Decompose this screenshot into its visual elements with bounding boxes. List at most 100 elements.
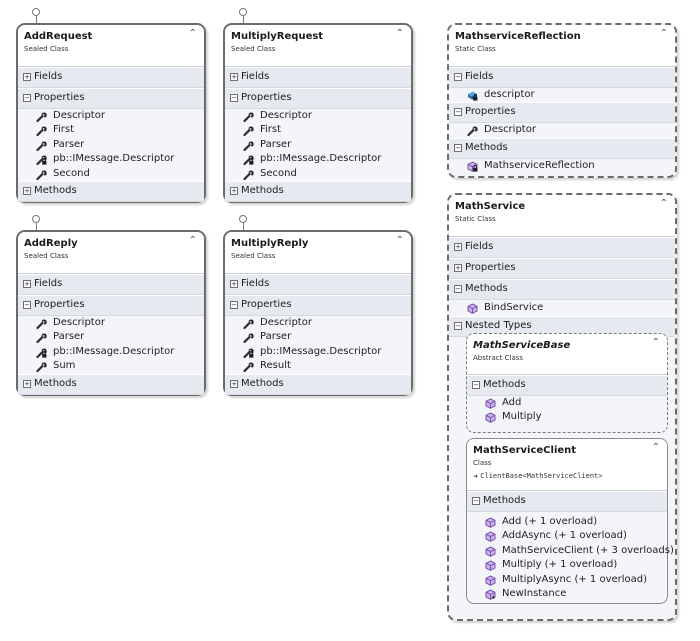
class-header[interactable]: AddRequest Sealed Class ⌃: [18, 25, 204, 67]
section-fields[interactable]: +Fields: [449, 237, 675, 258]
section-methods[interactable]: −Methods: [467, 491, 667, 512]
collapse-toggle-icon[interactable]: −: [23, 301, 31, 309]
section-properties[interactable]: −Properties: [225, 88, 411, 109]
property-item[interactable]: Parser: [225, 330, 411, 344]
property-item[interactable]: Descriptor: [225, 316, 411, 330]
section-methods[interactable]: −Methods: [467, 375, 667, 396]
collapse-toggle-icon[interactable]: −: [472, 381, 480, 389]
method-item[interactable]: MathserviceReflection: [449, 159, 675, 173]
property-item[interactable]: pb::IMessage.Descriptor: [18, 152, 204, 166]
class-header[interactable]: MathserviceReflection Static Class ⌃: [449, 25, 675, 67]
section-fields[interactable]: +Fields: [225, 274, 411, 295]
property-list: Descriptor First Parser pb::IMessage.Des…: [18, 109, 204, 181]
expand-toggle-icon[interactable]: +: [23, 73, 31, 81]
class-shape-mathservicereflection[interactable]: MathserviceReflection Static Class ⌃ −Fi…: [447, 23, 677, 178]
property-item[interactable]: Parser: [18, 138, 204, 152]
expand-toggle-icon[interactable]: +: [230, 186, 238, 195]
section-methods[interactable]: −Methods: [449, 279, 675, 300]
collapse-toggle-icon[interactable]: −: [454, 285, 462, 293]
property-item[interactable]: Second: [225, 167, 411, 181]
collapse-chevron-icon[interactable]: ⌃: [651, 337, 660, 348]
method-item[interactable]: MathServiceClient (+ 3 overloads): [467, 544, 674, 558]
property-item[interactable]: First: [18, 123, 204, 137]
collapse-toggle-icon[interactable]: −: [472, 497, 480, 505]
property-item[interactable]: pb::IMessage.Descriptor: [225, 152, 411, 166]
class-header[interactable]: MathServiceClient Class ➜ ClientBase<Mat…: [467, 439, 667, 491]
section-properties[interactable]: −Properties: [18, 88, 204, 109]
method-item[interactable]: Multiply: [467, 410, 667, 424]
method-item[interactable]: NewInstance: [467, 587, 667, 601]
section-properties[interactable]: +Properties: [449, 258, 675, 279]
property-item[interactable]: Descriptor: [225, 109, 411, 123]
class-shape-addrequest[interactable]: AddRequest Sealed Class ⌃ +Fields −Prope…: [16, 23, 206, 203]
class-kind: Sealed Class: [231, 45, 276, 53]
expand-toggle-icon[interactable]: +: [454, 264, 462, 272]
section-fields[interactable]: +Fields: [225, 67, 411, 88]
class-header[interactable]: MultiplyRequest Sealed Class ⌃: [225, 25, 411, 67]
collapse-chevron-icon[interactable]: ⌃: [659, 28, 668, 39]
collapse-toggle-icon[interactable]: −: [454, 322, 462, 330]
expand-toggle-icon[interactable]: +: [23, 186, 31, 195]
method-item[interactable]: Add (+ 1 overload): [467, 515, 667, 529]
property-item[interactable]: Descriptor: [18, 109, 204, 123]
class-shape-addreply[interactable]: AddReply Sealed Class ⌃ +Fields −Propert…: [16, 230, 206, 396]
collapse-toggle-icon[interactable]: −: [454, 73, 462, 81]
property-item[interactable]: First: [225, 123, 411, 137]
class-shape-multiplyrequest[interactable]: MultiplyRequest Sealed Class ⌃ +Fields −…: [223, 23, 413, 203]
section-methods[interactable]: +Methods: [225, 180, 411, 202]
section-fields[interactable]: +Fields: [18, 274, 204, 295]
property-item[interactable]: Descriptor: [18, 316, 204, 330]
field-item[interactable]: descriptor: [449, 88, 675, 102]
collapse-chevron-icon[interactable]: ⌃: [659, 198, 668, 209]
section-fields[interactable]: +Fields: [18, 67, 204, 88]
class-shape-mathservice[interactable]: MathService Static Class ⌃ +Fields +Prop…: [447, 193, 677, 621]
property-item[interactable]: Parser: [18, 330, 204, 344]
collapse-chevron-icon[interactable]: ⌃: [188, 235, 197, 246]
expand-toggle-icon[interactable]: +: [230, 379, 238, 388]
class-shape-mathservicebase[interactable]: MathServiceBase Abstract Class ⌃ −Method…: [466, 333, 668, 433]
method-item[interactable]: AddAsync (+ 1 overload): [467, 529, 667, 543]
expand-toggle-icon[interactable]: +: [230, 73, 238, 81]
collapse-chevron-icon[interactable]: ⌃: [651, 442, 660, 453]
section-properties[interactable]: −Properties: [225, 295, 411, 316]
method-item[interactable]: Multiply (+ 1 overload): [467, 558, 667, 572]
expand-toggle-icon[interactable]: +: [23, 280, 31, 288]
class-header[interactable]: AddReply Sealed Class ⌃: [18, 232, 204, 274]
expand-toggle-icon[interactable]: +: [454, 243, 462, 251]
class-header[interactable]: MathService Static Class ⌃: [449, 195, 675, 237]
lollipop-stem: [243, 16, 244, 24]
section-nested-types[interactable]: −Nested Types: [449, 316, 675, 337]
class-shape-mathserviceclient[interactable]: MathServiceClient Class ➜ ClientBase<Mat…: [466, 438, 674, 604]
collapse-chevron-icon[interactable]: ⌃: [188, 28, 197, 39]
collapse-chevron-icon[interactable]: ⌃: [395, 235, 404, 246]
collapse-toggle-icon[interactable]: −: [230, 301, 238, 309]
section-methods[interactable]: −Methods: [449, 137, 675, 159]
collapse-toggle-icon[interactable]: −: [23, 94, 31, 102]
property-item[interactable]: pb::IMessage.Descriptor: [18, 345, 204, 359]
collapse-chevron-icon[interactable]: ⌃: [395, 28, 404, 39]
section-methods[interactable]: +Methods: [18, 373, 204, 395]
class-shape-multiplyreply[interactable]: MultiplyReply Sealed Class ⌃ +Fields −Pr…: [223, 230, 413, 396]
property-item[interactable]: Descriptor: [449, 123, 675, 137]
property-item[interactable]: pb::IMessage.Descriptor: [225, 345, 411, 359]
class-header[interactable]: MathServiceBase Abstract Class ⌃: [467, 334, 667, 375]
section-properties[interactable]: −Properties: [18, 295, 204, 316]
property-item[interactable]: Result: [225, 359, 411, 373]
expand-toggle-icon[interactable]: +: [23, 379, 31, 388]
expand-toggle-icon[interactable]: +: [230, 280, 238, 288]
class-header[interactable]: MultiplyReply Sealed Class ⌃: [225, 232, 411, 274]
method-item[interactable]: BindService: [449, 300, 675, 316]
section-methods[interactable]: +Methods: [225, 373, 411, 395]
collapse-toggle-icon[interactable]: −: [230, 94, 238, 102]
property-item[interactable]: Sum: [18, 359, 204, 373]
property-item[interactable]: Parser: [225, 138, 411, 152]
method-item[interactable]: Add: [467, 396, 667, 410]
collapse-toggle-icon[interactable]: −: [454, 143, 462, 152]
section-properties[interactable]: −Properties: [449, 102, 675, 124]
collapse-toggle-icon[interactable]: −: [454, 108, 462, 117]
section-methods[interactable]: +Methods: [18, 180, 204, 202]
section-fields[interactable]: −Fields: [449, 67, 675, 88]
property-item[interactable]: Second: [18, 167, 204, 181]
method-item[interactable]: MultiplyAsync (+ 1 overload): [467, 573, 667, 587]
wrench-icon: [243, 111, 254, 122]
